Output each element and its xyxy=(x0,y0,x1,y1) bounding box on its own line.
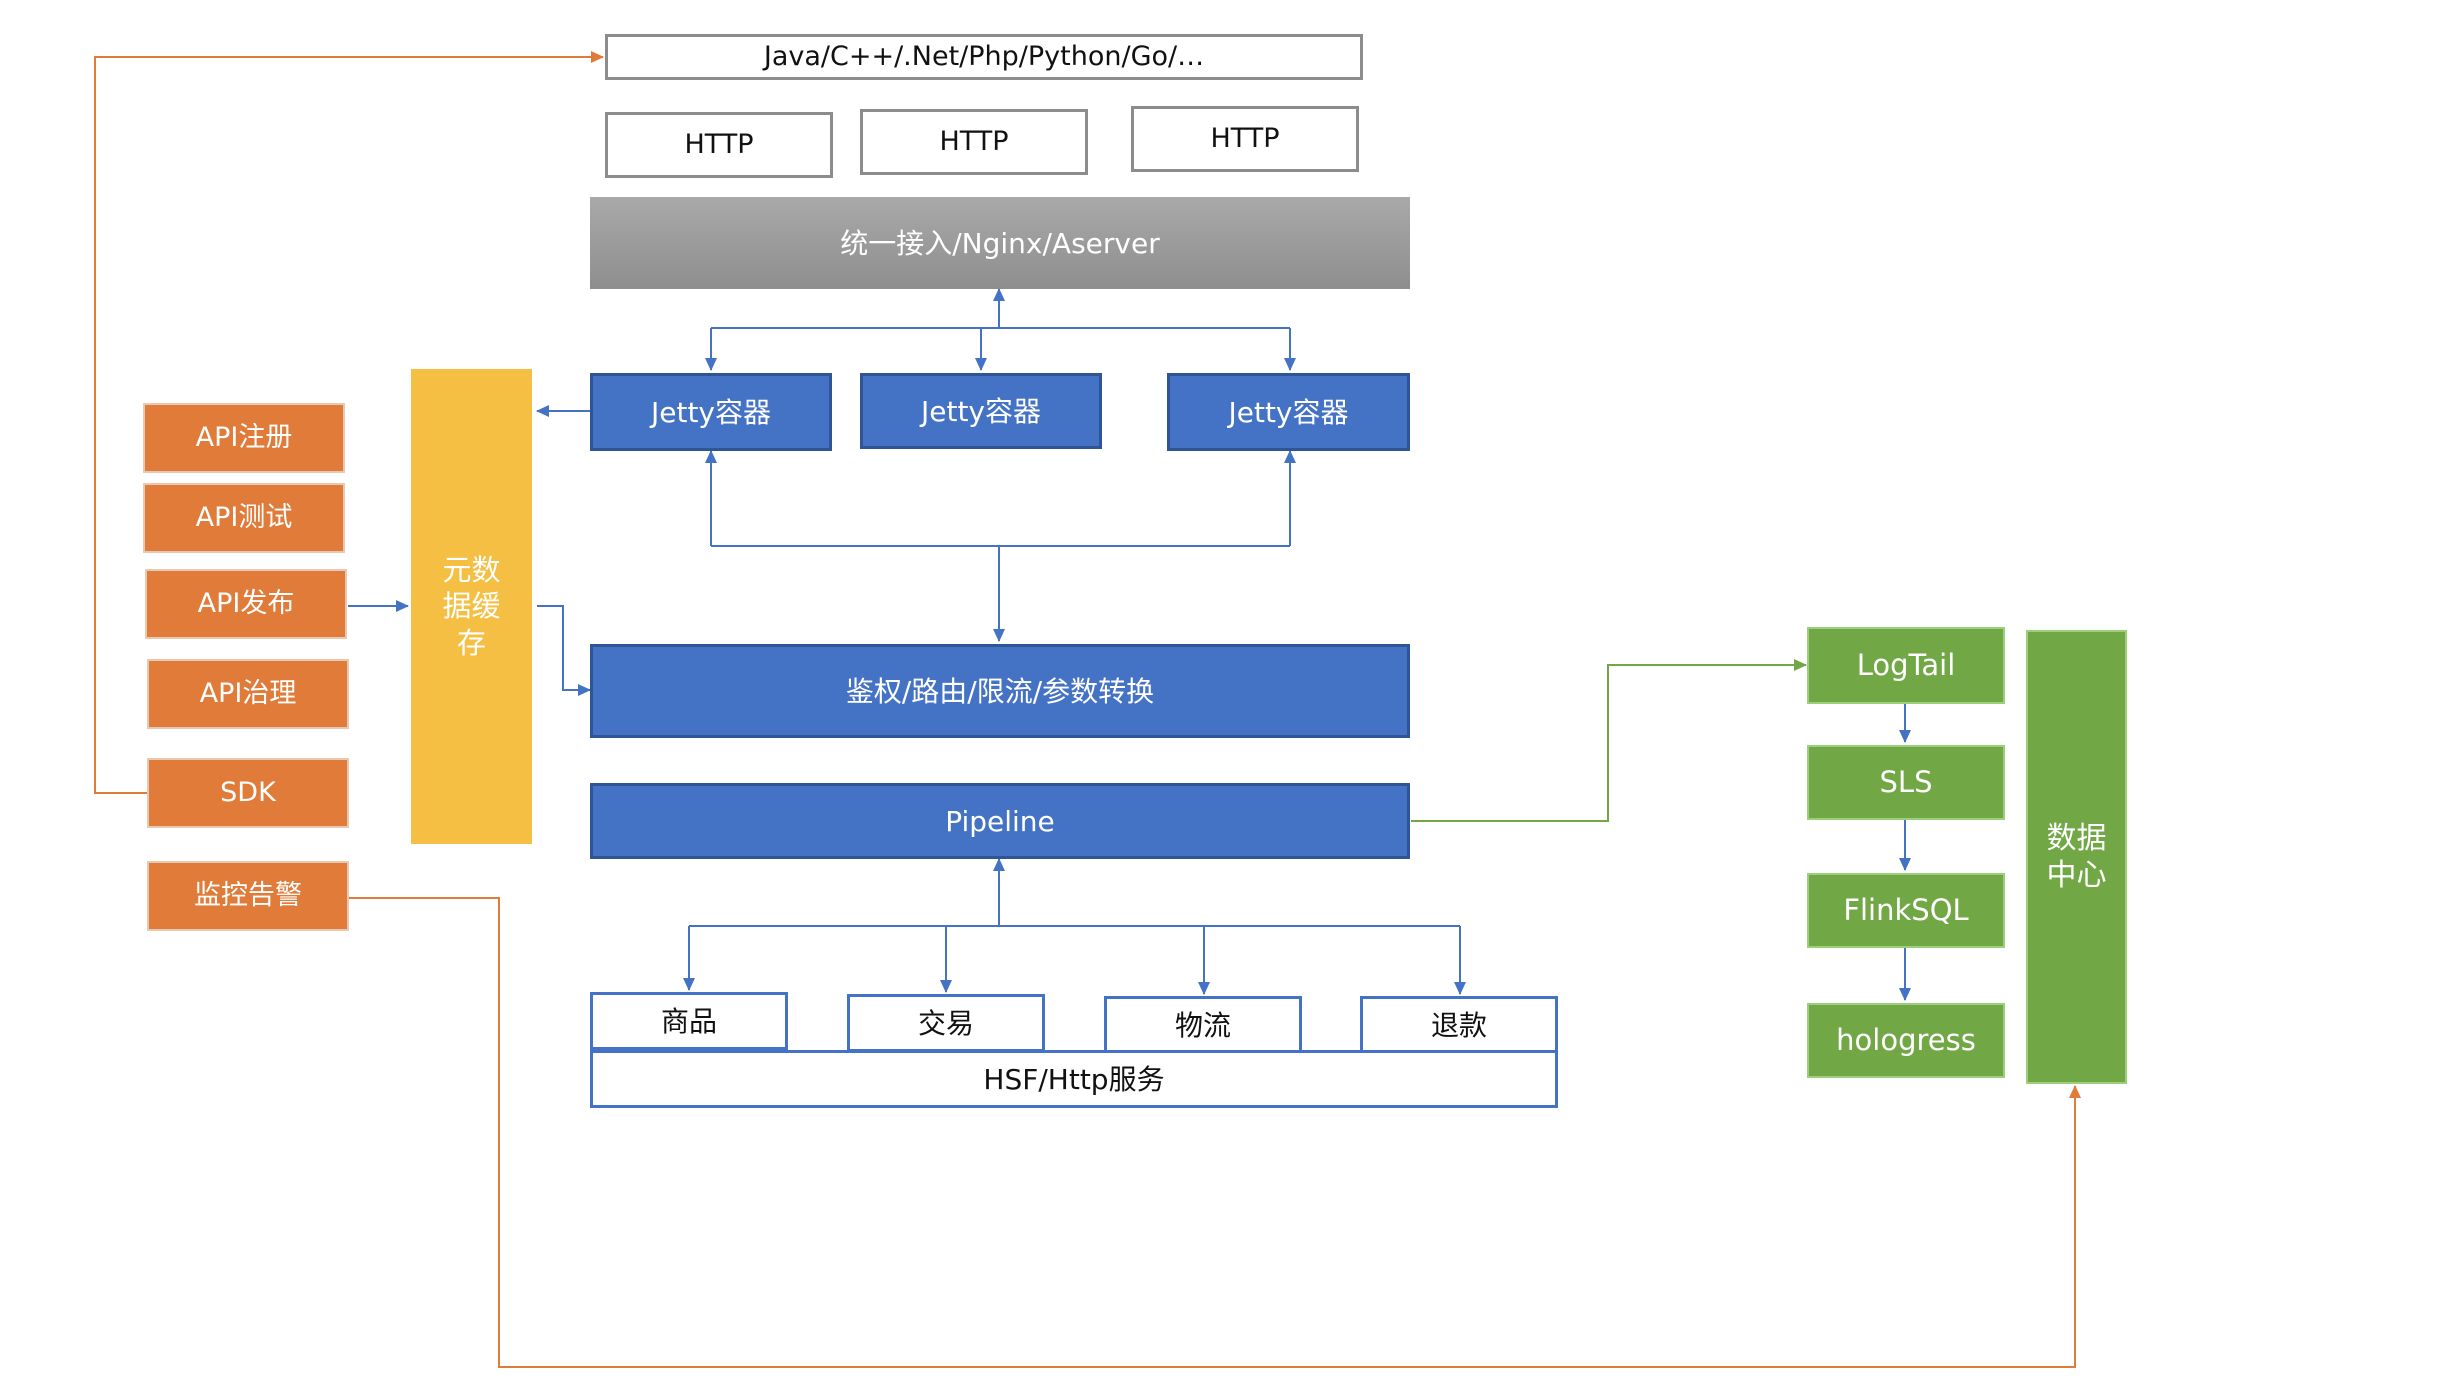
api-test-box: API测试 xyxy=(143,483,345,553)
service-base-box: HSF/Http服务 xyxy=(590,1050,1558,1108)
api-tool-label: API发布 xyxy=(197,588,295,620)
api-publish-box: API发布 xyxy=(145,569,347,639)
http-box-1: HTTP xyxy=(605,112,833,178)
api-governance-box: API治理 xyxy=(147,659,349,729)
jetty-box-2: Jetty容器 xyxy=(860,373,1102,449)
http-box-3: HTTP xyxy=(1131,106,1359,172)
sls-box: SLS xyxy=(1807,745,2005,820)
data-center-label: 数据中心 xyxy=(2046,820,2107,894)
jetty-label: Jetty容器 xyxy=(650,395,771,429)
flinksql-box: FlinkSQL xyxy=(1807,873,2005,948)
http-box-2: HTTP xyxy=(860,109,1088,175)
data-flow-label: FlinkSQL xyxy=(1843,893,1969,928)
service-label: 退款 xyxy=(1430,1008,1487,1042)
monitoring-alert-box: 监控告警 xyxy=(147,861,349,931)
metadata-cache-label: 元数据缓存 xyxy=(442,553,501,660)
jetty-label: Jetty容器 xyxy=(920,394,1041,428)
jetty-label: Jetty容器 xyxy=(1228,395,1349,429)
service-box-1: 商品 xyxy=(590,992,788,1050)
jetty-box-1: Jetty容器 xyxy=(590,373,832,451)
auth-route-box: 鉴权/路由/限流/参数转换 xyxy=(590,644,1410,738)
service-box-3: 物流 xyxy=(1104,996,1302,1054)
sdk-to-languages-arrow xyxy=(94,51,604,794)
gateway-box: 统一接入/Nginx/Aserver xyxy=(590,197,1410,289)
languages-box: Java/C++/.Net/Php/Python/Go/… xyxy=(605,34,1363,80)
service-label: 商品 xyxy=(660,1004,717,1038)
api-register-box: API注册 xyxy=(143,403,345,473)
languages-label: Java/C++/.Net/Php/Python/Go/… xyxy=(763,41,1205,73)
http-label: HTTP xyxy=(684,129,754,161)
api-tool-label: API治理 xyxy=(199,678,297,710)
api-tool-label: 监控告警 xyxy=(194,880,302,912)
service-label: 物流 xyxy=(1174,1008,1231,1042)
data-center-box: 数据中心 xyxy=(2026,630,2127,1084)
logtail-box: LogTail xyxy=(1807,627,2005,704)
cache-to-auth-arrow xyxy=(537,605,591,696)
api-tool-label: SDK xyxy=(220,777,276,809)
gateway-label: 统一接入/Nginx/Aserver xyxy=(840,226,1160,260)
pipeline-label: Pipeline xyxy=(945,804,1055,838)
http-label: HTTP xyxy=(1210,123,1280,155)
data-flow-label: LogTail xyxy=(1856,648,1956,683)
hologress-box: hologress xyxy=(1807,1003,2005,1078)
http-label: HTTP xyxy=(939,126,1009,158)
api-tool-label: API测试 xyxy=(195,502,293,534)
auth-route-label: 鉴权/路由/限流/参数转换 xyxy=(845,674,1155,708)
data-flow-label: hologress xyxy=(1836,1023,1976,1058)
monitor-to-datacenter-arrow xyxy=(348,897,2081,1368)
pipeline-to-logtail-arrow xyxy=(1411,659,1807,822)
api-tool-label: API注册 xyxy=(195,422,293,454)
data-flow-label: SLS xyxy=(1879,765,1933,800)
pipeline-box: Pipeline xyxy=(590,783,1410,859)
jetty-box-3: Jetty容器 xyxy=(1167,373,1410,451)
sdk-box: SDK xyxy=(147,758,349,828)
service-base-label: HSF/Http服务 xyxy=(983,1062,1165,1096)
service-box-2: 交易 xyxy=(847,994,1045,1052)
service-label: 交易 xyxy=(917,1006,974,1040)
metadata-cache-box: 元数据缓存 xyxy=(411,369,532,844)
service-box-4: 退款 xyxy=(1360,996,1558,1054)
